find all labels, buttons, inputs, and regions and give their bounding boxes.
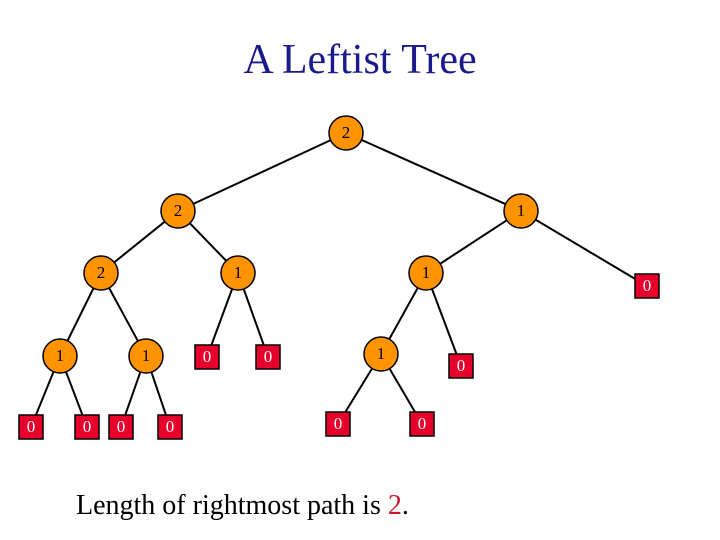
caption-value: 2 xyxy=(387,490,402,521)
tree-node-LLRR: 0 xyxy=(157,414,183,440)
tree-node-root: 2 xyxy=(328,115,364,151)
tree-node-LLR: 1 xyxy=(128,338,164,374)
tree-edge-root-R xyxy=(345,132,522,212)
internal-node-circle xyxy=(363,336,399,372)
node-label: 2 xyxy=(342,123,351,142)
tree-node-LR: 1 xyxy=(220,255,256,291)
tree-node-RR: 0 xyxy=(634,273,660,299)
node-label: 1 xyxy=(142,346,151,365)
node-label: 1 xyxy=(517,201,526,220)
external-node-square xyxy=(325,411,351,437)
tree-node-L: 2 xyxy=(160,193,196,229)
node-label: 0 xyxy=(117,417,126,436)
external-node-square xyxy=(194,344,220,370)
node-label: 0 xyxy=(418,414,427,433)
node-label: 0 xyxy=(203,347,212,366)
tree-edge-R-RR xyxy=(520,210,648,287)
node-label: 0 xyxy=(264,347,273,366)
node-label: 0 xyxy=(457,356,466,375)
tree-edge-root-L xyxy=(177,132,347,212)
node-label: 1 xyxy=(422,263,431,282)
external-node-square xyxy=(18,414,44,440)
external-node-square xyxy=(634,273,660,299)
tree-node-RLL: 1 xyxy=(363,336,399,372)
external-node-square xyxy=(409,411,435,437)
node-label: 2 xyxy=(97,263,106,282)
node-label: 1 xyxy=(56,346,65,365)
internal-node-circle xyxy=(83,255,119,291)
tree-node-LLL: 1 xyxy=(42,338,78,374)
slide-title: A Leftist Tree xyxy=(243,37,477,83)
internal-node-circle xyxy=(42,338,78,374)
internal-node-circle xyxy=(160,193,196,229)
caption-text: Length of rightmost path is xyxy=(76,490,388,521)
node-label: 1 xyxy=(234,263,243,282)
external-node-square xyxy=(157,414,183,440)
node-label: 0 xyxy=(166,417,175,436)
node-label: 2 xyxy=(174,201,183,220)
tree-node-LLRL: 0 xyxy=(108,414,134,440)
node-label: 0 xyxy=(83,417,92,436)
tree-node-LRR: 0 xyxy=(255,344,281,370)
tree-node-RLLR: 0 xyxy=(409,411,435,437)
internal-node-circle xyxy=(408,255,444,291)
external-node-square xyxy=(448,353,474,379)
tree-node-LRL: 0 xyxy=(194,344,220,370)
tree-node-RLLL: 0 xyxy=(325,411,351,437)
node-label: 0 xyxy=(334,414,343,433)
internal-node-circle xyxy=(128,338,164,374)
internal-node-circle xyxy=(503,193,539,229)
tree-node-RLR: 0 xyxy=(448,353,474,379)
tree-edge-R-RL xyxy=(425,210,522,274)
tree-node-LLLR: 0 xyxy=(74,414,100,440)
external-node-square xyxy=(108,414,134,440)
tree-node-LL: 2 xyxy=(83,255,119,291)
caption: Length of rightmost path is 2. xyxy=(76,490,409,522)
node-label: 1 xyxy=(377,344,386,363)
external-node-square xyxy=(74,414,100,440)
tree-node-RL: 1 xyxy=(408,255,444,291)
internal-node-circle xyxy=(220,255,256,291)
tree-node-R: 1 xyxy=(503,193,539,229)
node-label: 0 xyxy=(643,276,652,295)
caption-suffix: . xyxy=(401,490,409,521)
external-node-square xyxy=(255,344,281,370)
tree-node-LLLL: 0 xyxy=(18,414,44,440)
internal-node-circle xyxy=(328,115,364,151)
node-label: 0 xyxy=(27,417,36,436)
